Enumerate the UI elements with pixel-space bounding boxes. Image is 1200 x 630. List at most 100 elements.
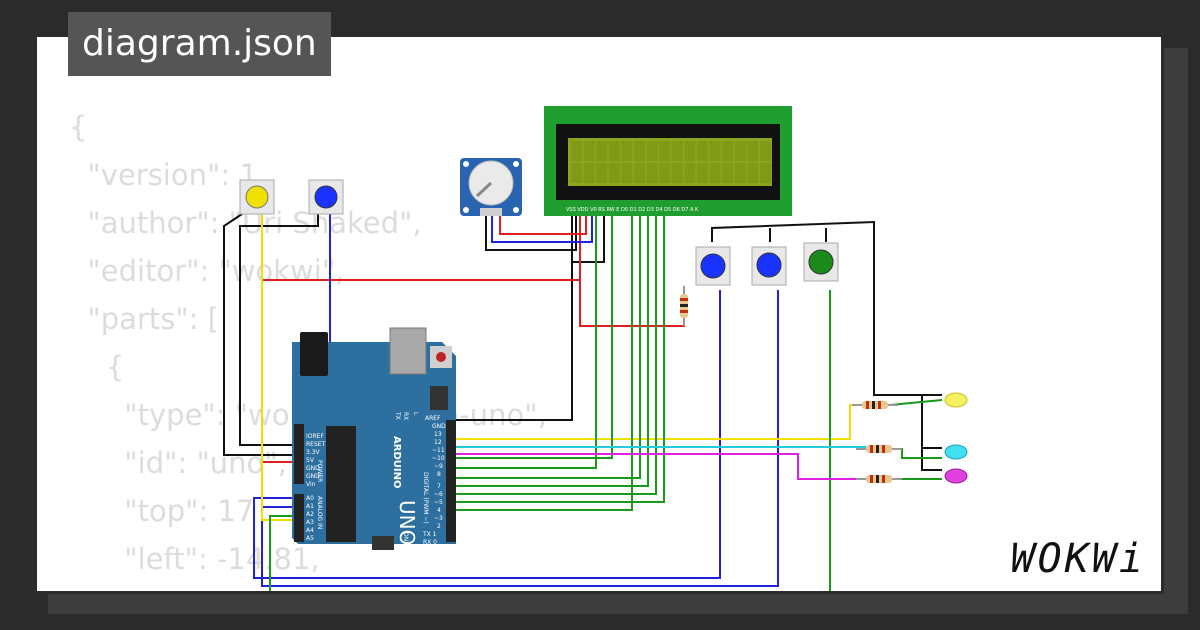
wire-lcd-rs [454, 214, 597, 469]
lcd-char-cell [684, 163, 696, 183]
wire-gnd-pot [485, 214, 577, 251]
wokwi-logo: WOKWi [1010, 536, 1146, 582]
file-title-tab: diagram.json [68, 12, 331, 76]
wire-led-magenta [454, 453, 866, 480]
wire-a1-btn [253, 290, 721, 579]
button-blue-2[interactable] [695, 246, 731, 286]
lcd-char-cell [621, 141, 633, 161]
pin-label: ~10 [432, 455, 445, 462]
code-line: { [69, 350, 125, 384]
lcd-char-cell [709, 141, 721, 161]
wire-gnd-button-blue [239, 210, 319, 446]
board-label-power: POWER [316, 460, 323, 482]
board-label-analog: ANALOG IN [316, 496, 323, 529]
pin-label: 2 [437, 523, 441, 530]
lcd-char-cell [659, 163, 671, 183]
lcd-char-cell [646, 163, 658, 183]
lcd-char-cell [760, 163, 771, 183]
code-line: "parts": [ [69, 302, 219, 336]
lcd-pin-labels: VSS VDD V0 RS RW E D0 D1 D2 D3 D4 D5 D6 … [566, 207, 699, 213]
code-line: "rotate": 0, [69, 583, 547, 591]
icsp-header-2 [372, 536, 394, 550]
lcd-display[interactable]: VSS VDD V0 RS RW E D0 D1 D2 D3 D4 D5 D6 … [544, 106, 792, 216]
code-line: "top": 17 [69, 494, 255, 528]
lcd-char-cell [709, 163, 721, 183]
lcd-char-cell [608, 141, 620, 161]
wire-gnd-lcd-rw [572, 214, 605, 263]
resistor-led-cyan [856, 445, 902, 453]
lcd-char-cell [634, 163, 645, 183]
board-label-on: ON [402, 532, 409, 541]
pin-label: ~6 [434, 491, 443, 498]
lcd-char-cell [659, 141, 671, 161]
lcd-char-cell [760, 141, 771, 161]
lcd-char-cell [671, 163, 683, 183]
code-line: { [69, 110, 88, 144]
button-green[interactable] [803, 242, 839, 282]
pin-label: 12 [434, 439, 442, 446]
board-label-uno: UNO [395, 500, 419, 545]
pin-label: 3.3V [306, 449, 321, 456]
potentiometer[interactable] [460, 158, 522, 216]
wire-lcd-d3 [454, 214, 633, 511]
lcd-char-cell [734, 163, 746, 183]
pin-label: Vin [306, 481, 316, 488]
pin-label: A2 [306, 511, 314, 518]
lcd-char-cell [734, 141, 746, 161]
pin-label: AREF [425, 415, 441, 422]
wire-lcd-e [454, 214, 613, 459]
wire-gnd-lcd [454, 214, 573, 421]
wire-a2-btn [261, 290, 779, 587]
led-magenta [944, 468, 968, 484]
lcd-char-cell [747, 163, 759, 183]
wire-5v-pot [499, 214, 587, 235]
pin-label: GND [306, 465, 320, 472]
atmega-chip [326, 426, 356, 542]
wire-led-cyan-gnd [894, 448, 942, 459]
wire-gnd-buttons-row [711, 220, 942, 396]
wire-lcd-d5 [454, 214, 649, 487]
pin-label: ~3 [434, 515, 443, 522]
lcd-char-cell [621, 163, 633, 183]
pin-label: ~5 [434, 499, 443, 506]
analog-header [294, 494, 304, 542]
power-jack [300, 332, 328, 376]
diagram-json-code: { "version": 1, "author": "Uri Shaked", … [69, 103, 547, 591]
wire-button-yellow [261, 210, 300, 521]
button-blue-1[interactable] [308, 179, 344, 215]
resistor-lcd-backlight [680, 286, 688, 326]
board-label-digital: DIGITAL (PWM ~) [422, 472, 429, 524]
lcd-char-cell [571, 163, 582, 183]
pin-label: GND [306, 473, 320, 480]
pin-label: 5V [306, 457, 315, 464]
lcd-char-cell [646, 141, 658, 161]
button-yellow[interactable] [239, 179, 275, 215]
lcd-char-cell [596, 163, 608, 183]
lcd-char-cell [596, 141, 608, 161]
wire-lcd-d6 [454, 214, 657, 495]
pin-label: A0 [306, 495, 314, 502]
pin-label: ~9 [434, 463, 443, 470]
lcd-char-cell [608, 163, 620, 183]
pin-label: ~11 [432, 447, 445, 454]
lcd-char-cell [722, 141, 734, 161]
lcd-char-cell [634, 141, 645, 161]
pin-label: 8 [437, 471, 441, 478]
lcd-char-cell [583, 141, 595, 161]
wire-led-yellow [454, 404, 862, 440]
lcd-character-cells [571, 141, 771, 183]
lcd-char-cell [722, 163, 734, 183]
pin-label: A4 [306, 527, 314, 534]
pin-label: GND [432, 423, 446, 430]
button-blue-3[interactable] [751, 246, 787, 286]
pin-label: IOREF [306, 433, 324, 440]
reset-button-cap[interactable] [436, 352, 446, 362]
wire-gnd-led-bus [921, 395, 942, 471]
lcd-char-cell [684, 141, 696, 161]
usb-connector [389, 327, 427, 375]
digital-header [446, 420, 456, 542]
resistor-led-yellow [852, 401, 898, 409]
wire-a3-btn [269, 290, 831, 591]
arduino-uno-board[interactable]: IOREF RESET 3.3V 5V GND GND Vin A0 A1 A2… [292, 327, 456, 550]
